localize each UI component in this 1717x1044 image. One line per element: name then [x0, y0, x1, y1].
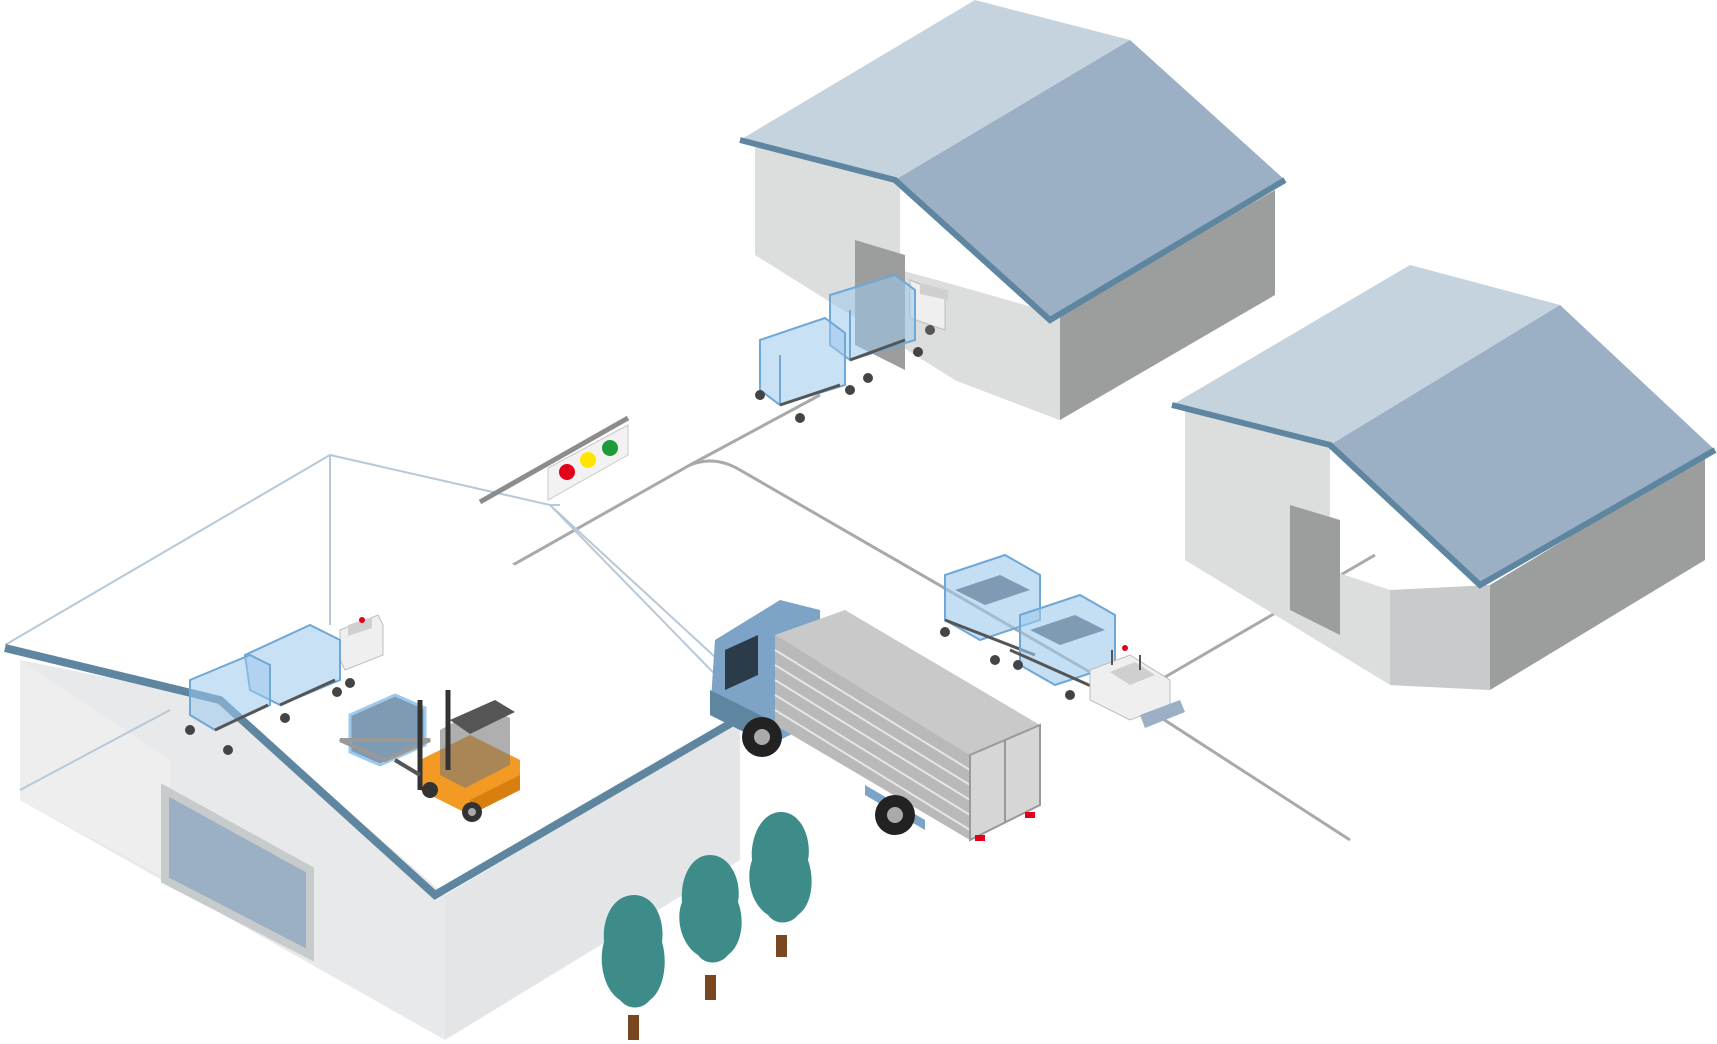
- tree-icon: [679, 855, 742, 1000]
- forklift-icon: [393, 690, 520, 822]
- cage-cart-icon: [1009, 593, 1116, 700]
- cage-cart-icon: [755, 316, 855, 423]
- agv-robot-icon: [1089, 645, 1185, 728]
- pallet-load: [339, 693, 431, 767]
- warehouse-right-icon: [1171, 265, 1717, 690]
- cage-cart-icon: [940, 553, 1041, 665]
- delivery-truck-icon: [710, 600, 1041, 842]
- cage-cart-icon: [185, 653, 271, 755]
- tree-icon: [749, 812, 812, 957]
- traffic-signal-icon: [478, 415, 630, 505]
- agv-train-right: [940, 553, 1185, 728]
- agv-robot-icon: [339, 614, 384, 688]
- agv-train-back: [755, 273, 948, 423]
- tree-icon: [601, 895, 665, 1040]
- cage-cart-icon: [829, 273, 923, 383]
- warehouse-front-icon: [4, 453, 748, 1040]
- agv-robot-icon: [909, 279, 948, 335]
- agv-train-front: [185, 614, 384, 755]
